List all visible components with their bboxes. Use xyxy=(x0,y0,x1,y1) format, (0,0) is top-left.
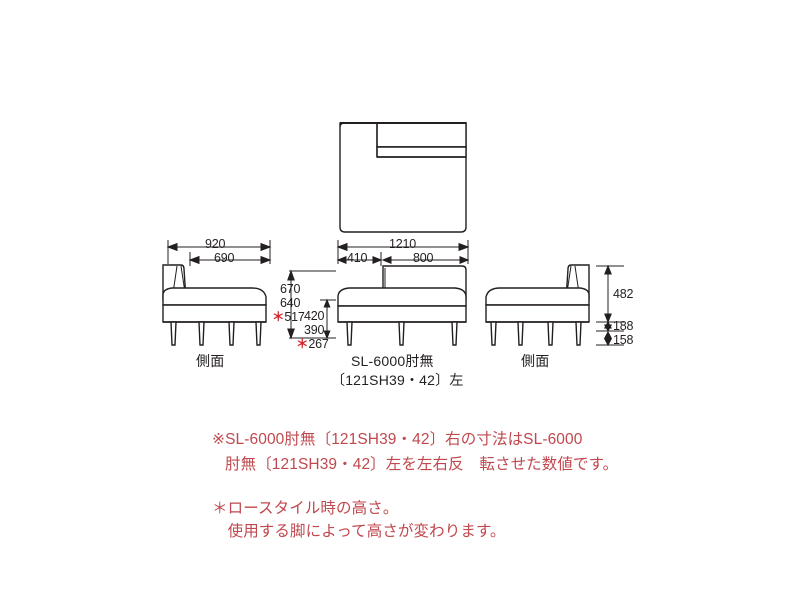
dimension-label-517: ＊517 xyxy=(272,311,305,324)
dimension-value-517: 517 xyxy=(284,310,305,324)
note-low-style-line1: ＊ロースタイル時の高さ。 xyxy=(212,500,399,517)
dimension-label-390: 390 xyxy=(304,323,325,337)
right-side-elevation xyxy=(485,264,590,346)
dim-right-482 xyxy=(596,264,624,324)
dimension-label-690: 690 xyxy=(214,251,235,265)
view-label-left-side: 側面 xyxy=(196,353,225,369)
note-mirror-dimensions-line2: 肘無〔121SH39・42〕左を左右反 転させた数値です。 xyxy=(225,456,619,473)
dimension-value-267: 267 xyxy=(308,337,329,351)
view-label-front-line2: 〔121SH39・42〕左 xyxy=(331,372,464,388)
dimension-label-267: ＊267 xyxy=(296,338,329,351)
dimension-label-670: 670 xyxy=(280,282,301,296)
dim-right-188 xyxy=(596,320,624,333)
dim-left-690 xyxy=(188,252,272,266)
dimension-label-920: 920 xyxy=(205,237,226,251)
dim-right-158 xyxy=(596,330,624,347)
dim-vertical-seat-heights xyxy=(320,298,336,340)
low-style-star-icon: ＊ xyxy=(272,310,285,324)
dim-left-920 xyxy=(166,240,272,264)
dimension-label-188: 188 xyxy=(613,319,634,333)
low-style-star-icon-2: ＊ xyxy=(296,337,309,351)
left-side-elevation xyxy=(162,264,267,346)
dimension-label-420: 420 xyxy=(304,309,325,323)
note-low-style-line2: 使用する脚によって高さが変わります。 xyxy=(212,523,506,540)
dimension-label-800: 800 xyxy=(413,251,434,265)
dimension-label-482: 482 xyxy=(613,287,634,301)
view-label-front-line1: SL-6000肘無 xyxy=(351,353,434,369)
front-elevation xyxy=(337,265,467,346)
view-label-right-side: 側面 xyxy=(521,353,550,369)
note-mirror-dimensions-line1: ※SL-6000肘無〔121SH39・42〕右の寸法はSL-6000 xyxy=(212,431,583,448)
dim-front-410-800 xyxy=(336,252,470,266)
dimension-label-158: 158 xyxy=(613,333,634,347)
dimension-label-410: 410 xyxy=(347,251,368,265)
dimension-label-640: 640 xyxy=(280,296,301,310)
plan-view-group xyxy=(339,121,467,233)
dimension-label-1210: 1210 xyxy=(389,237,417,251)
